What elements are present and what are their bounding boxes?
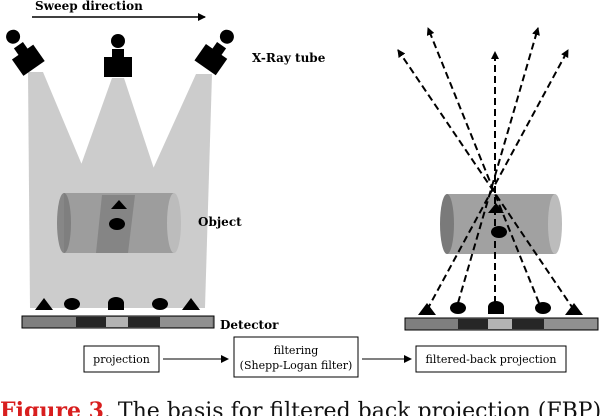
detector-left	[21, 315, 215, 329]
flow-box-filtering	[233, 336, 359, 378]
xray-tube-left-icon	[6, 29, 45, 76]
xray-tube-right-icon	[194, 29, 234, 76]
projection-shapes-right	[418, 301, 583, 315]
reconstructed-triangle	[488, 203, 504, 213]
flow-step-filter-type: (Shepp-Logan filter)	[240, 359, 353, 372]
flow-step-fbp: filtered-back projection	[426, 353, 557, 366]
flow-step-projection: projection	[93, 353, 150, 366]
object-label: Object	[198, 215, 242, 229]
caption-text: . The basis for filtered back projection…	[103, 399, 608, 416]
figure-caption: Figure 3. The basis for filtered back pr…	[0, 398, 608, 416]
cylinder-right-end	[167, 193, 181, 253]
object-cylinder-reconstructed	[440, 194, 562, 254]
flow-box-fbp	[415, 345, 567, 373]
sweep-direction-label: Sweep direction	[35, 0, 143, 13]
detector-right	[404, 317, 599, 331]
cylinder-left-end	[57, 193, 71, 253]
caption-label: Figure 3	[0, 398, 104, 416]
reconstructed-circle	[491, 226, 507, 238]
xray-tube-label: X-Ray tube	[252, 51, 326, 65]
object-circle	[109, 218, 125, 230]
projection-shapes-left	[35, 297, 200, 310]
flow-step-filtering: filtering	[274, 344, 319, 357]
detector-label: Detector	[220, 318, 279, 332]
xray-tube-center-icon	[104, 34, 132, 77]
flow-box-projection	[83, 345, 160, 373]
xray-beams	[28, 72, 212, 308]
object-triangle	[111, 200, 127, 209]
back-projection-rays	[397, 27, 575, 311]
